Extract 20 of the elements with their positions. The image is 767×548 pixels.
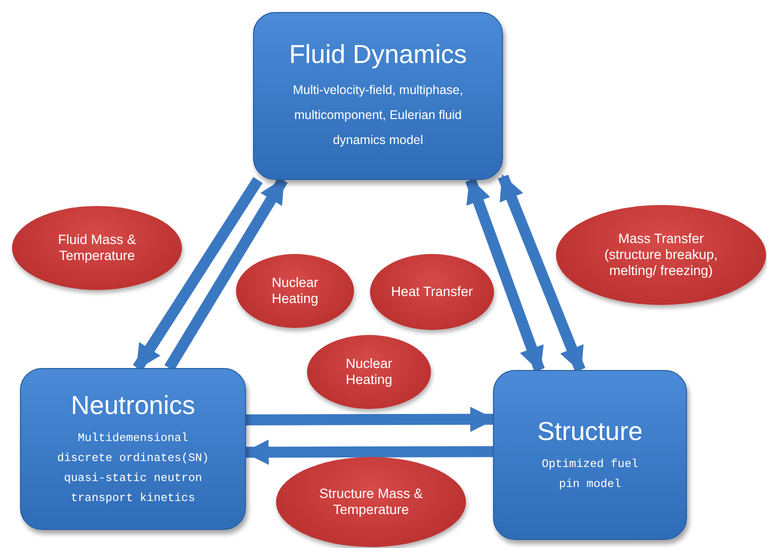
module-title: Fluid Dynamics [288,39,468,70]
module-description: Multi-velocity-field, multiphase, multicomponent, Eulerian fluid dynamics model [292,82,464,149]
coupling-label: Fluid Mass & Temperature [56,232,138,264]
module-box [253,12,503,180]
coupling-label: Structure Mass & Temperature [318,486,424,518]
module-box [20,368,246,530]
module-title: Structure [536,416,644,446]
arrow [132,177,263,371]
arrow [498,174,586,372]
coupling-label: Nuclear Heating [270,275,320,307]
module-title: Neutronics [70,390,196,420]
coupling-label: Mass Transfer (structure breakup, melting/ freezing) [603,231,719,279]
coupling-ellipse [236,254,354,328]
module-box [493,370,687,540]
coupling-label: Heat Transfer [391,284,473,300]
arrow [164,177,288,371]
module-description: Multidemensional discrete ordinates(SN) quasi-static neutron transport kinetics [56,430,210,506]
coupling-label: Nuclear Heating [344,356,394,388]
module-description: Optimized fuel pin model [540,456,640,492]
arrow [465,178,545,372]
